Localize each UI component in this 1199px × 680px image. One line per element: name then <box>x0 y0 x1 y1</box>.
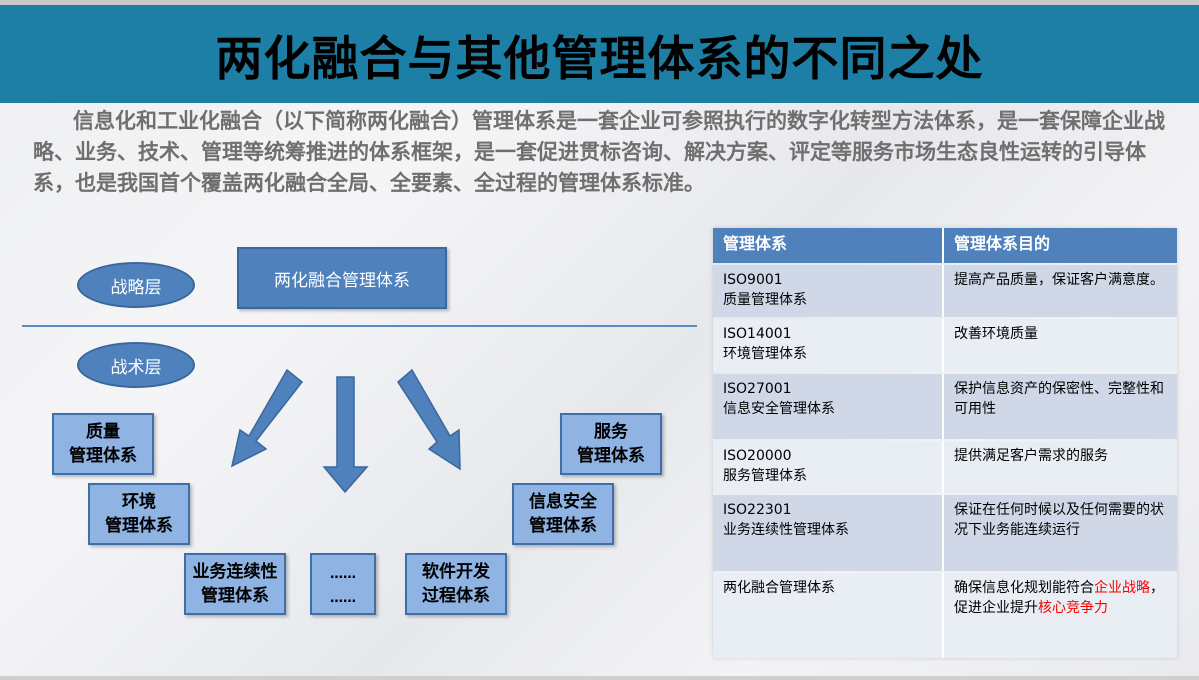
more-systems-box: …… …… <box>310 553 376 615</box>
header-cell: 管理体系目的 <box>944 228 1177 263</box>
infosec-system-box: 信息安全 管理体系 <box>512 483 614 545</box>
strategic-layer-ellipse: 战略层 <box>77 262 195 308</box>
box-line: 管理体系 <box>577 446 645 466</box>
slide-title: 两化融合与其他管理体系的不同之处 <box>215 31 984 87</box>
box-line: 业务连续性 <box>192 562 278 582</box>
box-line: 质量 <box>86 422 120 442</box>
arrow-down-left-icon <box>230 368 304 468</box>
box-line: 服务 <box>594 422 628 442</box>
box-line: …… <box>330 591 356 606</box>
purpose-text: ，促进企业提升 <box>954 580 1164 616</box>
box-line: 管理体系 <box>105 516 173 536</box>
box-line: 软件开发 <box>422 562 490 582</box>
purpose-cell: 提供满足客户需求的服务 <box>944 441 1177 493</box>
system-code: ISO14001 <box>723 326 792 342</box>
table-row: ISO14001 环境管理体系 改善环境质量 <box>713 319 1177 372</box>
system-code: ISO20000 <box>723 448 792 464</box>
system-code: ISO9001 <box>723 272 783 288</box>
comparison-table: 管理体系 管理体系目的 ISO9001 质量管理体系 提高产品质量，保证客户满意度… <box>713 228 1177 658</box>
software-process-box: 软件开发 过程体系 <box>405 553 507 615</box>
continuity-system-box: 业务连续性 管理体系 <box>184 553 286 615</box>
table-row: 两化融合管理体系 确保信息化规划能符合企业战略，促进企业提升核心竞争力 <box>713 573 1177 658</box>
purpose-text: 确保信息化规划能符合 <box>954 580 1094 596</box>
quality-system-box: 质量 管理体系 <box>52 413 154 475</box>
purpose-cell: 确保信息化规划能符合企业战略，促进企业提升核心竞争力 <box>944 573 1177 658</box>
purpose-cell: 改善环境质量 <box>944 319 1177 372</box>
system-name: 两化融合管理体系 <box>723 580 835 596</box>
box-line: 管理体系 <box>69 446 137 466</box>
intro-paragraph: 信息化和工业化融合（以下简称两化融合）管理体系是一套企业可参照执行的数字化转型方… <box>33 109 1165 195</box>
system-name: 服务管理体系 <box>723 468 807 484</box>
purpose-cell: 保护信息资产的保密性、完整性和可用性 <box>944 374 1177 439</box>
system-name: 业务连续性管理体系 <box>723 522 849 538</box>
top-system-box: 两化融合管理体系 <box>237 247 447 309</box>
system-cell: ISO14001 环境管理体系 <box>713 319 944 372</box>
box-line: 过程体系 <box>422 586 490 606</box>
table-row: ISO27001 信息安全管理体系 保护信息资产的保密性、完整性和可用性 <box>713 374 1177 439</box>
box-line: 环境 <box>122 492 156 512</box>
table-row: ISO22301 业务连续性管理体系 保证在任何时候以及任何需要的状况下业务能连续… <box>713 495 1177 571</box>
arrow-down-icon <box>322 376 369 494</box>
bottom-border <box>0 676 1199 680</box>
top-border <box>0 0 1199 5</box>
table-row: ISO20000 服务管理体系 提供满足客户需求的服务 <box>713 441 1177 493</box>
table-row: ISO9001 质量管理体系 提高产品质量，保证客户满意度。 <box>713 265 1177 317</box>
box-line: 管理体系 <box>201 586 269 606</box>
system-name: 环境管理体系 <box>723 346 807 362</box>
service-system-box: 服务 管理体系 <box>560 413 662 475</box>
header-cell: 管理体系 <box>713 228 944 263</box>
arrows <box>230 368 461 494</box>
highlight-text: 核心竞争力 <box>1038 600 1108 616</box>
system-cell: ISO20000 服务管理体系 <box>713 441 944 493</box>
system-code: ISO27001 <box>723 381 792 397</box>
box-line: 管理体系 <box>529 516 597 536</box>
environment-system-box: 环境 管理体系 <box>88 483 190 545</box>
highlight-text: 企业战略 <box>1094 580 1150 596</box>
system-code: ISO22301 <box>723 502 792 518</box>
layer-divider <box>22 325 697 327</box>
box-line: 信息安全 <box>529 492 597 512</box>
system-cell: ISO27001 信息安全管理体系 <box>713 374 944 439</box>
system-cell: ISO22301 业务连续性管理体系 <box>713 495 944 571</box>
box-line: …… <box>330 567 356 582</box>
table-header: 管理体系 管理体系目的 <box>713 228 1177 263</box>
arrow-down-right-icon <box>397 368 461 471</box>
system-name: 信息安全管理体系 <box>723 401 835 417</box>
system-name: 质量管理体系 <box>723 292 807 308</box>
title-bar: 两化融合与其他管理体系的不同之处 <box>0 5 1199 103</box>
system-cell: 两化融合管理体系 <box>713 573 944 658</box>
purpose-cell: 保证在任何时候以及任何需要的状况下业务能连续运行 <box>944 495 1177 571</box>
system-cell: ISO9001 质量管理体系 <box>713 265 944 317</box>
tactical-layer-ellipse: 战术层 <box>77 342 195 388</box>
purpose-cell: 提高产品质量，保证客户满意度。 <box>944 265 1177 317</box>
